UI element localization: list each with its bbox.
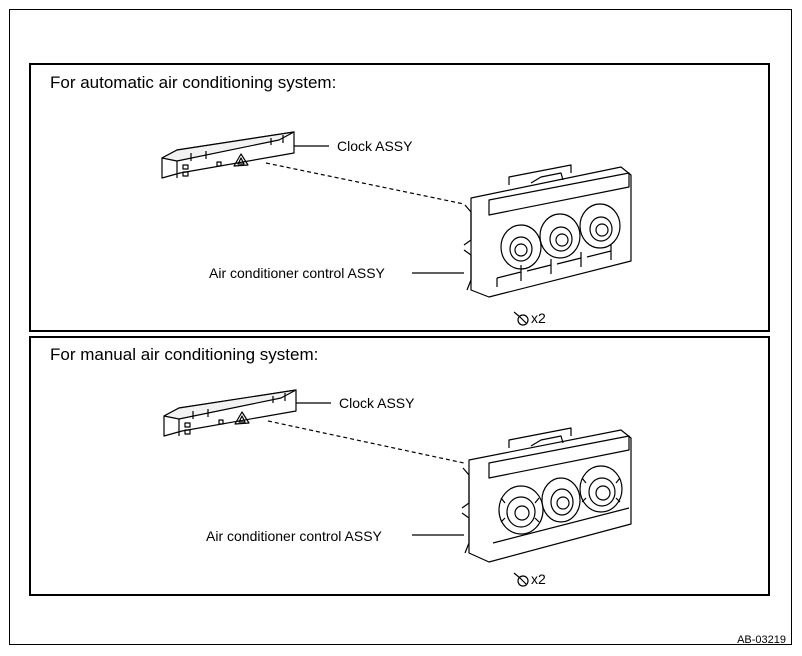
screw-part [513,572,529,587]
ac-control-assy-label: Air conditioner control ASSY [206,528,382,544]
clock-assy-part [161,131,295,179]
ac-control-assy-label: Air conditioner control ASSY [209,265,385,281]
figure-frame [9,9,792,645]
clock-assy-label: Clock ASSY [339,395,415,411]
clock-assy-label: Clock ASSY [337,138,413,154]
ac-control-assy-part [463,164,632,298]
screw-part [513,311,529,326]
automatic-exploded-illustration [161,131,632,326]
manual-ac-panel: For manual air conditioning system: Cloc… [29,336,770,596]
panel-title-manual: For manual air conditioning system: [50,345,319,364]
figure-id-label: AB-03219 [737,634,786,646]
ac-control-assy-part [461,427,632,563]
screw-count-label: x2 [531,571,546,587]
clock-assy-part [163,389,297,437]
panel-title-automatic: For automatic air conditioning system: [50,73,337,92]
manual-exploded-illustration [163,389,632,587]
screw-count-label: x2 [531,310,546,326]
automatic-ac-panel: For automatic air conditioning system: C… [29,63,770,332]
